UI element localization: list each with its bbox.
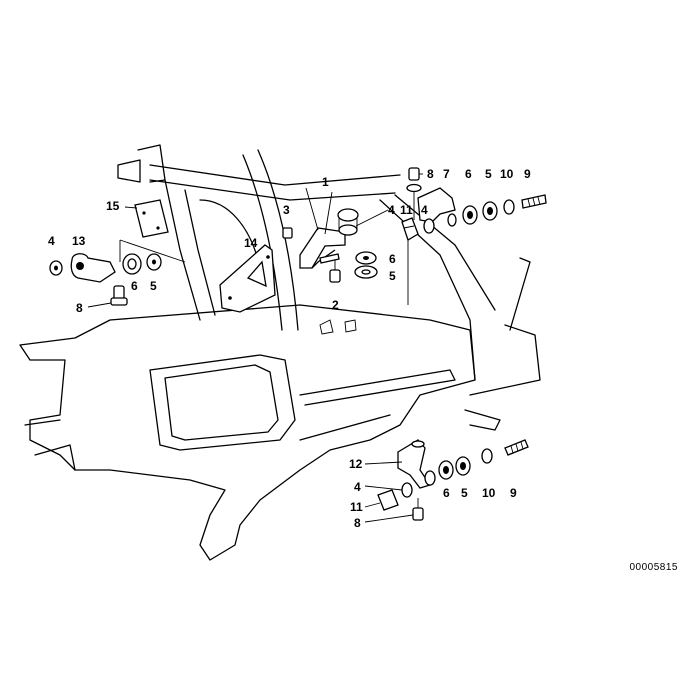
bolt-9-top xyxy=(521,194,547,209)
nut-3 xyxy=(282,227,293,239)
callout-9-bottom: 9 xyxy=(510,486,517,500)
callout-5-top: 5 xyxy=(485,167,492,181)
callout-7: 7 xyxy=(443,167,450,181)
upper-right-group xyxy=(401,167,547,305)
bracket-7 xyxy=(417,187,456,223)
callout-6-bottom: 6 xyxy=(443,486,450,500)
bushing-6-left xyxy=(122,253,142,275)
plate-15 xyxy=(134,199,169,238)
callout-5-left: 5 xyxy=(150,279,157,293)
bushing-6-top xyxy=(462,205,478,225)
callout-4-top: 4 xyxy=(421,203,428,217)
rubber-5-left xyxy=(146,253,162,271)
callout-5-center: 5 xyxy=(389,269,396,283)
washer-4-top xyxy=(423,218,435,234)
washer-4-bottom xyxy=(401,482,413,498)
callout-9-top: 9 xyxy=(524,167,531,181)
callout-13: 13 xyxy=(72,234,86,248)
bolt-9-bottom xyxy=(504,439,529,456)
callout-11-top: 11 xyxy=(400,203,413,217)
callout-3: 3 xyxy=(283,203,290,217)
callout-4-bottom: 4 xyxy=(354,480,361,494)
callout-8-top: 8 xyxy=(427,167,434,181)
callout-10-top: 10 xyxy=(500,167,514,181)
callout-2: 2 xyxy=(332,298,339,312)
callout-6-left: 6 xyxy=(131,279,138,293)
callout-8-left: 8 xyxy=(76,301,83,315)
rubber-5-center xyxy=(354,265,378,279)
clip-nut-11-bottom xyxy=(377,489,399,511)
callout-5-bottom: 5 xyxy=(461,486,468,500)
callout-12: 12 xyxy=(349,457,363,471)
callout-14: 14 xyxy=(244,236,258,250)
clip-nut-11-top xyxy=(401,217,419,241)
bracket-13 xyxy=(70,253,116,283)
callout-11-bottom: 11 xyxy=(350,500,363,514)
bracket-14 xyxy=(219,244,276,313)
left-mount-group xyxy=(49,199,186,306)
callout-10-bottom: 10 xyxy=(482,486,496,500)
bolt-2 xyxy=(319,253,341,283)
callout-4-center: 4 xyxy=(388,203,395,217)
bushing-6-center xyxy=(355,251,377,265)
center-mount-group xyxy=(282,208,378,283)
callout-1: 1 xyxy=(322,175,329,189)
bracket-12 xyxy=(397,439,432,489)
bolt-8-top xyxy=(406,167,422,193)
bushing-6-bottom xyxy=(438,460,454,480)
rubber-5-top xyxy=(482,201,498,221)
washer-4-left xyxy=(49,260,63,276)
callout-15: 15 xyxy=(106,199,120,213)
callout-8-bottom: 8 xyxy=(354,516,361,530)
washer-10-top xyxy=(503,199,515,215)
bolt-8-bottom xyxy=(412,498,424,521)
lower-right-group xyxy=(377,439,529,521)
frame-outline xyxy=(19,144,541,561)
callout-4-left: 4 xyxy=(48,234,55,248)
callout-6-center: 6 xyxy=(389,252,396,266)
document-id: 00005815 xyxy=(629,562,678,573)
rubber-5-bottom xyxy=(455,456,471,476)
bolt-8-left xyxy=(110,285,128,306)
leader-lines xyxy=(87,173,423,523)
washer-10-bottom xyxy=(481,448,493,464)
callout-labels: 15 4 13 6 5 8 14 3 1 4 6 5 2 8 7 6 5 10 … xyxy=(48,167,531,530)
rubber-4-center xyxy=(337,208,359,236)
callout-6-top: 6 xyxy=(465,167,472,181)
